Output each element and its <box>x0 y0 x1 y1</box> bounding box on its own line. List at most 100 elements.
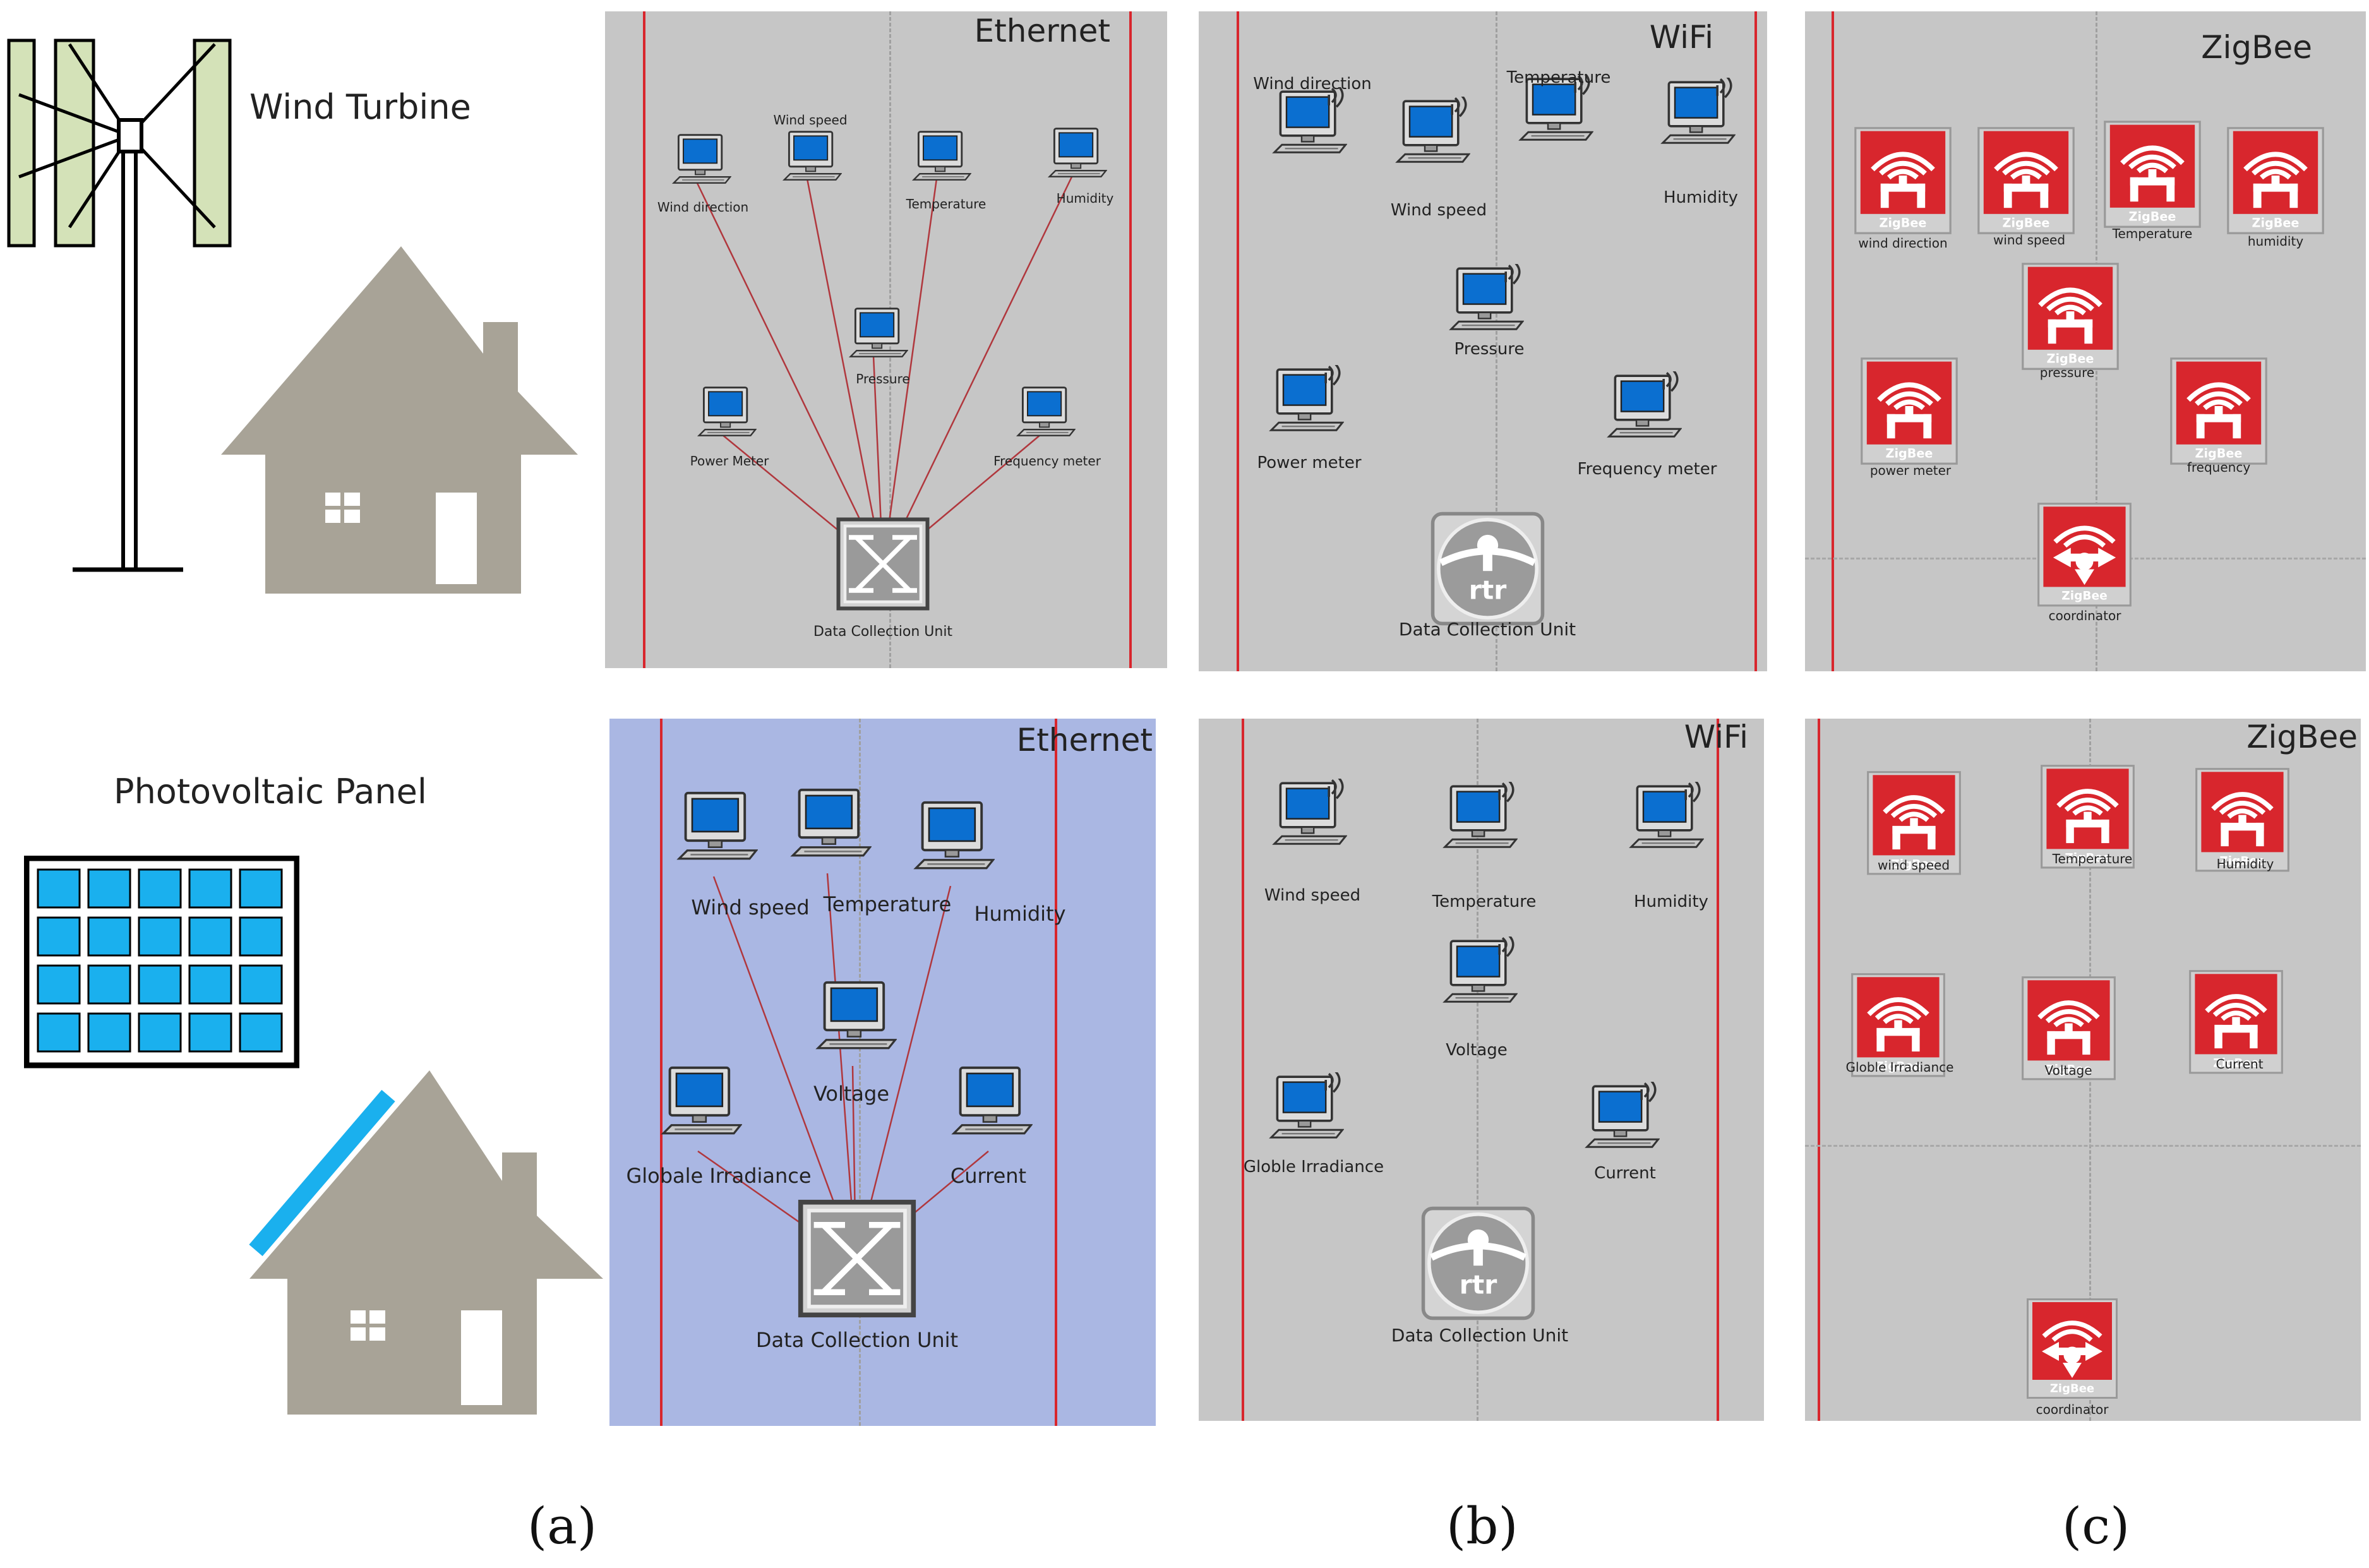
pv-cell <box>87 868 131 909</box>
computer-icon <box>951 1066 1033 1135</box>
node-label: Frequency meter <box>1577 460 1717 479</box>
node-label: Temperature <box>2112 226 2193 241</box>
sensor-node: ZigBee <box>2168 356 2269 467</box>
node-label: Temperature <box>1506 68 1611 87</box>
svg-text:ZigBee: ZigBee <box>1875 1060 1921 1074</box>
svg-text:ZigBee: ZigBee <box>2065 852 2111 865</box>
node-label: Wind speed <box>1264 886 1361 905</box>
svg-text:ZigBee: ZigBee <box>2195 446 2243 461</box>
computer-icon <box>815 981 897 1050</box>
wind-zigbee-panel: ZigBee ZigBee wind direction ZigBee wind… <box>1805 11 2366 671</box>
node-label: Voltage <box>813 1082 890 1106</box>
sensor-node: ZigBee <box>2193 766 2291 874</box>
sensor-node <box>1268 365 1344 437</box>
pv-cell <box>188 868 232 909</box>
zigbee-coordinator-icon: ZigBee <box>2037 503 2132 607</box>
node-label: Data Collection Unit <box>813 624 953 640</box>
node-label: Pressure <box>856 371 910 386</box>
pv-cell <box>37 868 81 909</box>
zigbee-device-icon: ZigBee <box>2022 263 2119 370</box>
wind-turbine-label: Wind Turbine <box>249 87 471 127</box>
panel-title: ZigBee <box>2201 29 2312 66</box>
hub-node <box>836 517 930 611</box>
sensor-node: ZigBee <box>1865 769 1963 877</box>
sensor-node <box>1448 264 1524 336</box>
wifi-computer-icon <box>1395 97 1470 163</box>
computer-icon <box>661 1066 742 1135</box>
svg-text:ZigBee: ZigBee <box>2061 590 2108 603</box>
node-label: Temperature <box>1432 892 1537 911</box>
network-link <box>826 873 857 1262</box>
sensor-node <box>671 131 731 188</box>
pv-cell <box>239 868 283 909</box>
network-link <box>806 178 884 568</box>
pv-cell <box>37 916 81 957</box>
pv-zigbee-panel: ZigBee ZigBee wind speed ZigBee Temperat… <box>1805 719 2361 1421</box>
hub-node: rtr <box>1429 510 1546 627</box>
sensor-node <box>1016 384 1076 441</box>
sensor-node <box>913 798 995 876</box>
house-pv-illustration <box>243 1067 606 1421</box>
caption-a: (a) <box>527 1497 597 1555</box>
zigbee-device-icon: ZigBee <box>2041 765 2135 869</box>
hub-node: rtr <box>1420 1205 1537 1322</box>
panel-title: ZigBee <box>2246 719 2358 755</box>
sensor-node <box>697 384 757 441</box>
pv-panel-label: Photovoltaic Panel <box>114 772 427 811</box>
zigbee-device-icon: ZigBee <box>1867 771 1961 875</box>
pv-cell <box>239 964 283 1005</box>
node-label: wind direction <box>1858 236 1948 251</box>
wifi-computer-icon <box>1518 75 1593 141</box>
node-label: Power meter <box>1257 453 1362 472</box>
sensor-node <box>1394 97 1470 169</box>
node-label: Wind direction <box>657 200 749 215</box>
wifi-computer-icon <box>1269 365 1344 431</box>
computer-icon <box>671 134 731 184</box>
zigbee-device-icon: ZigBee <box>2022 976 2116 1080</box>
node-label: wind speed <box>1877 858 1950 873</box>
sensor-node <box>1628 782 1704 854</box>
network-link <box>712 876 857 1262</box>
router-icon: rtr <box>1421 1206 1535 1320</box>
sensor-node <box>815 978 897 1056</box>
node-label: Humidity <box>2216 856 2274 871</box>
sensor-node <box>911 128 971 185</box>
panel-title: Ethernet <box>1016 722 1153 758</box>
node-label: Current <box>1594 1164 1656 1183</box>
zigbee-device-icon: ZigBee <box>1851 973 1945 1077</box>
sensor-node <box>1268 1072 1344 1144</box>
node-label: Frequency meter <box>993 453 1101 469</box>
computer-icon <box>1047 128 1107 177</box>
node-label: Pressure <box>1454 340 1525 359</box>
svg-text:ZigBee: ZigBee <box>2129 210 2176 224</box>
pv-cell <box>138 1012 182 1053</box>
pv-cell <box>188 964 232 1005</box>
node-label: Globle Irradiance <box>1845 1060 1954 1075</box>
node-label: Data Collection Unit <box>755 1328 959 1352</box>
pv-cell <box>138 868 182 909</box>
node-label: Voltage <box>1446 1041 1508 1060</box>
sensor-node <box>1584 1082 1660 1154</box>
node-label: Wind speed <box>773 112 848 128</box>
panel-title: WiFi <box>1684 719 1748 755</box>
computer-icon <box>782 131 842 181</box>
router-icon: rtr <box>1430 512 1545 626</box>
sensor-node <box>676 788 758 866</box>
node-label: humidity <box>2247 234 2304 249</box>
zigbee-device-icon: ZigBee <box>2170 357 2267 465</box>
switch-icon <box>798 1199 916 1318</box>
pv-panel-illustration <box>24 856 299 1070</box>
node-label: Humidity <box>1634 892 1708 911</box>
sensor-node: ZigBee <box>1852 125 1953 236</box>
node-label: coordinator <box>2036 1402 2109 1417</box>
pv-cell <box>188 1012 232 1053</box>
sensor-node <box>789 785 872 863</box>
sensor-node: ZigBee <box>2225 125 2326 236</box>
svg-text:ZigBee: ZigBee <box>2050 1382 2094 1396</box>
sensor-node: ZigBee <box>1859 356 1960 467</box>
computer-icon <box>697 386 757 436</box>
sensor-node: ZigBee <box>1849 971 1947 1079</box>
